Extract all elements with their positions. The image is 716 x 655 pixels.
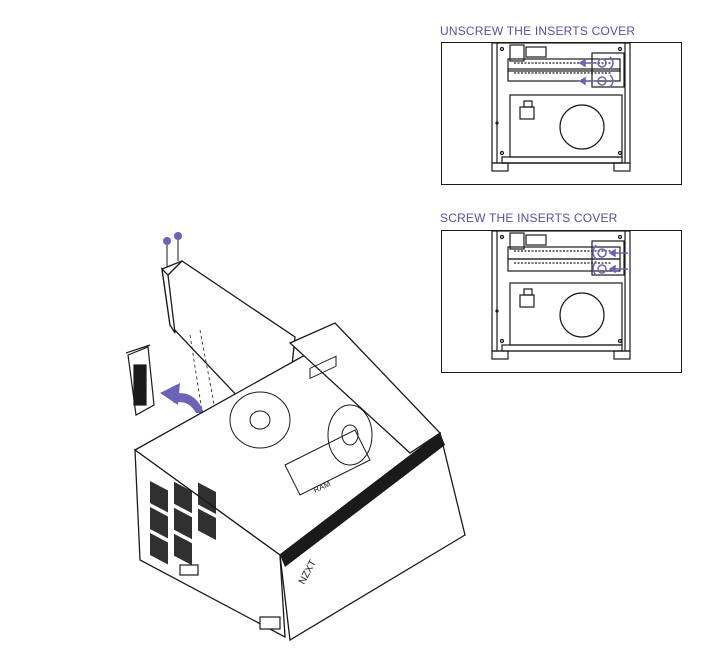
screwdriver-arrow-icon bbox=[578, 56, 614, 88]
case-rear-view-screw bbox=[491, 231, 631, 360]
panel-title-screw: SCREW THE INSERTS COVER bbox=[440, 211, 618, 225]
case-installation-illustration: NZXT RAM bbox=[120, 225, 480, 655]
pc-case bbox=[133, 322, 466, 642]
screwdriver-arrow-icon bbox=[592, 244, 628, 276]
step-panel-unscrew bbox=[441, 42, 682, 185]
case-fan bbox=[229, 391, 373, 466]
rotate-arrow-icon bbox=[160, 383, 204, 413]
step-panel-screw bbox=[441, 230, 682, 373]
case-rear-view-unscrew bbox=[491, 43, 631, 172]
panel-title-unscrew: UNSCREW THE INSERTS COVER bbox=[440, 24, 636, 38]
slot-bracket bbox=[125, 344, 155, 416]
side-vent bbox=[150, 480, 216, 566]
screw-icon bbox=[163, 232, 182, 267]
